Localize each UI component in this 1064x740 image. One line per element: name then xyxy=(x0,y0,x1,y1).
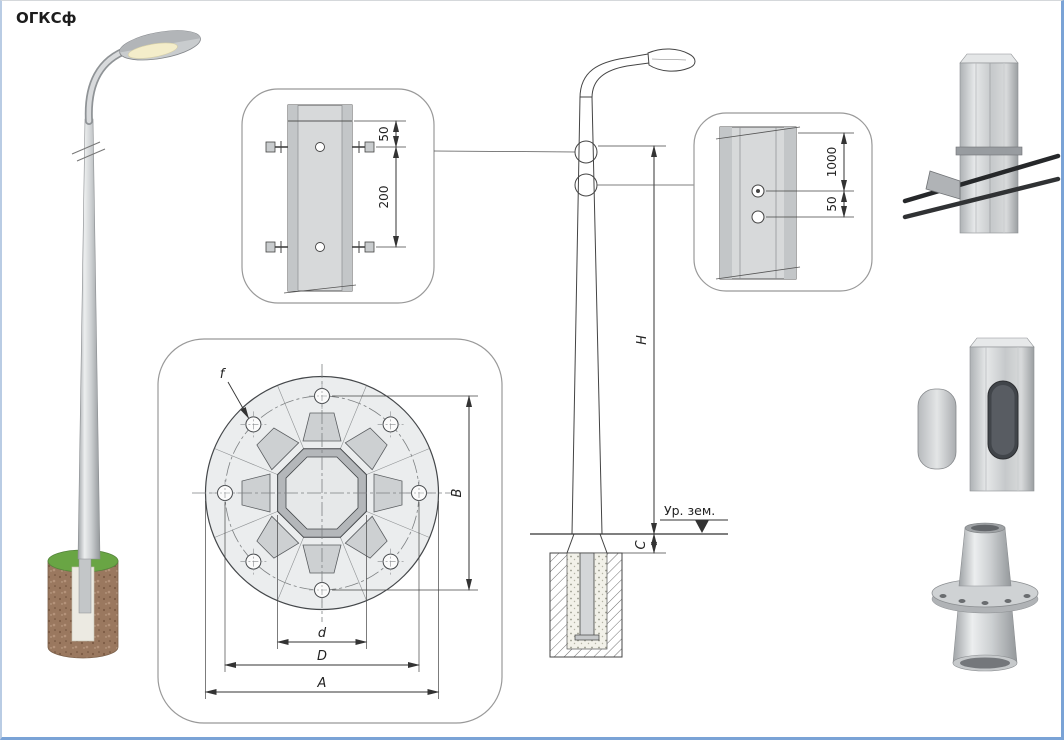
embedded-pole xyxy=(579,552,595,638)
dim-B-label: B xyxy=(450,488,465,497)
grounding-cable xyxy=(902,153,1061,204)
dim-A-label: A xyxy=(317,676,327,691)
lamp-head xyxy=(119,30,201,61)
foundation-section xyxy=(549,533,623,658)
detail-side-dimensions: 1000 50 xyxy=(766,132,854,218)
elevation-lamp xyxy=(647,48,696,72)
cable-clamp xyxy=(925,170,961,200)
dim-H-label: H xyxy=(635,335,650,345)
access-door-render xyxy=(917,337,1035,492)
flange-base-render xyxy=(931,522,1039,672)
pole-section-plate xyxy=(283,104,357,294)
hatch-door-plate xyxy=(917,388,957,470)
mount-bolts xyxy=(265,141,375,253)
hole-center-marks xyxy=(212,383,432,603)
pole-stub xyxy=(958,527,1012,587)
elevation-dimensions: H C xyxy=(598,145,666,554)
base-flare xyxy=(566,533,608,554)
flange-dimensions: f B d D A xyxy=(204,367,478,699)
leader-top-callout xyxy=(433,150,576,153)
pole-strap xyxy=(955,146,1023,156)
detail-marker-circle-1 xyxy=(574,140,598,164)
detail-callout-side: 1000 50 xyxy=(693,112,873,292)
foundation-block xyxy=(47,549,119,659)
dim-50-label: 50 xyxy=(377,126,391,141)
dim-200-label: 200 xyxy=(377,186,391,209)
dim-d-label: d xyxy=(318,626,327,641)
pole-3d-render xyxy=(47,30,201,659)
pole-shaft xyxy=(77,118,101,560)
detail-callout-top: 50 200 xyxy=(241,88,435,304)
ground-level-label: Ур. зем. xyxy=(664,503,715,518)
drawing-title: ОГКСф xyxy=(16,9,77,27)
flange-bolt-holes xyxy=(939,594,1031,605)
dim-C-label: C xyxy=(634,540,649,550)
dim-D-label: D xyxy=(317,649,327,664)
ground-level-mark: Ур. зем. xyxy=(660,503,728,533)
grounding-cable xyxy=(902,176,1061,220)
section-hole xyxy=(315,142,325,152)
grounding-assembly-render xyxy=(902,53,1061,234)
dim-50-side-label: 50 xyxy=(825,196,839,211)
detail-top-dimensions: 50 200 xyxy=(354,120,406,248)
section-hole xyxy=(315,242,325,252)
dim-1000-label: 1000 xyxy=(825,147,839,178)
dim-f-label: f xyxy=(220,367,227,382)
drain-hole xyxy=(751,210,765,224)
flange-plan-callout: f B d D A xyxy=(157,338,503,724)
pole-elevation-drawing: Ур. зем. H C xyxy=(530,48,728,658)
lamp-lens xyxy=(127,42,178,59)
pole-section-plate-side xyxy=(715,126,801,280)
